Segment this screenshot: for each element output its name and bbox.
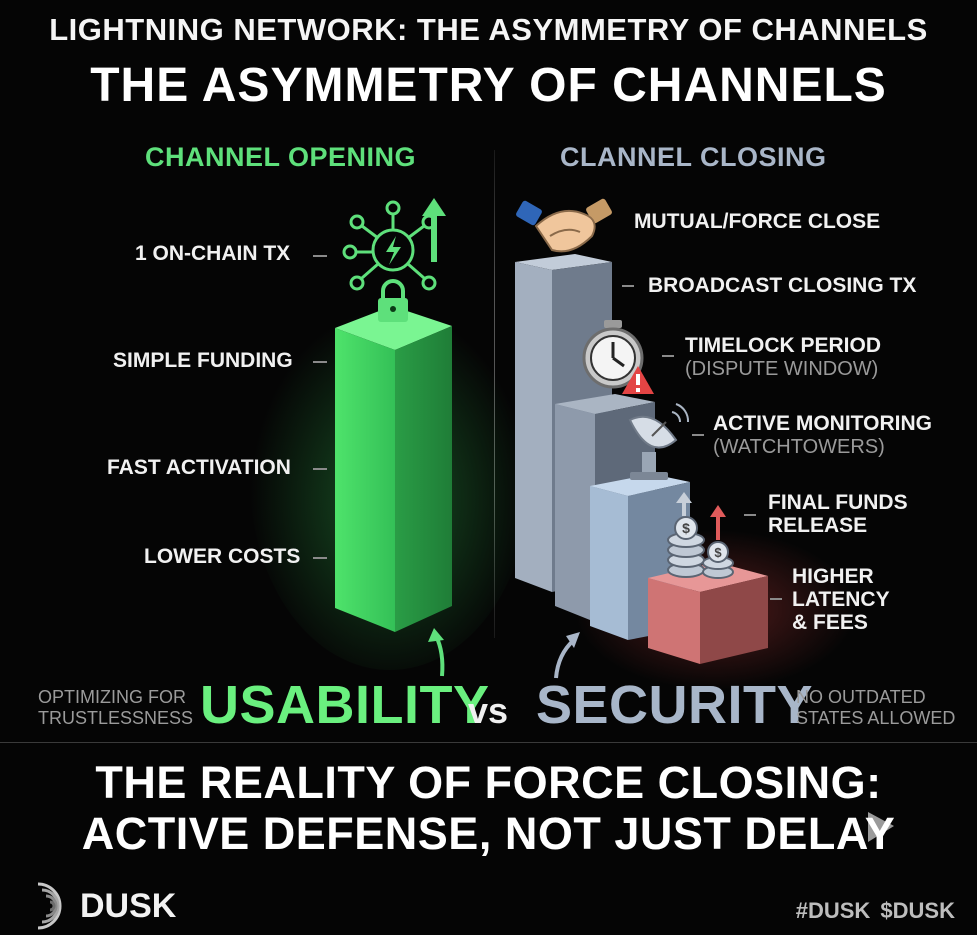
closing-label-latency-3: & FEES — [792, 611, 868, 634]
closing-label-release-1: FINAL FUNDS — [768, 491, 908, 514]
stopwatch-icon — [582, 320, 644, 389]
closing-sub-timelock: (DISPUTE WINDOW) — [685, 358, 879, 380]
closing-label-timelock: TIMELOCK PERIOD — [685, 334, 882, 357]
left-note-line-1: OPTIMIZING FOR — [38, 687, 186, 707]
horizontal-divider — [0, 742, 977, 743]
opening-bar — [335, 306, 452, 632]
warning-icon — [622, 366, 654, 394]
channel-closing-heading: CLANNEL CLOSING — [560, 142, 827, 172]
closing-label-mutual-force-close: MUTUAL/FORCE CLOSE — [634, 210, 881, 233]
closing-label-monitoring: ACTIVE MONITORING — [713, 412, 932, 435]
play-triangle-icon — [868, 812, 894, 842]
right-note-line-2: STATES ALLOWED — [796, 708, 956, 728]
curved-arrow-steel-icon — [554, 632, 580, 679]
opening-label-3: FAST ACTIVATION — [107, 456, 291, 479]
vs-label: vs — [468, 690, 509, 731]
handshake-icon — [516, 198, 612, 253]
header-title-big: THE ASYMMETRY OF CHANNELS — [90, 59, 887, 112]
opening-tick-2 — [313, 361, 327, 363]
opening-tick-3 — [313, 468, 327, 470]
closing-sub-monitoring: (WATCHTOWERS) — [713, 436, 885, 458]
opening-label-4: LOWER COSTS — [144, 545, 301, 568]
closing-tick-broadcast — [622, 285, 634, 287]
security-label: SECURITY — [536, 675, 814, 735]
closing-tick-release — [744, 514, 756, 516]
bottom-title-line-2: ACTIVE DEFENSE, NOT JUST DELAY — [81, 808, 896, 859]
svg-text:$: $ — [714, 545, 722, 560]
satellite-dish-icon — [628, 403, 690, 480]
up-arrows-icon — [676, 492, 726, 540]
opening-tick-4 — [313, 557, 327, 559]
closing-label-latency-1: HIGHER — [792, 565, 874, 588]
network-lightning-icon — [342, 200, 437, 291]
brand-name: DUSK — [80, 887, 177, 925]
opening-tick-1 — [313, 255, 327, 257]
lock-icon — [378, 279, 408, 322]
channel-opening-heading: CHANNEL OPENING — [145, 142, 417, 172]
closing-label-latency-2: LATENCY — [792, 588, 890, 611]
closing-label-release-2: RELEASE — [768, 514, 868, 537]
svg-text:$: $ — [682, 520, 690, 536]
closing-stairs — [515, 254, 768, 664]
dusk-logo-icon — [37, 882, 62, 930]
closing-tick-timelock — [662, 355, 674, 357]
closing-tick-monitoring — [692, 434, 704, 436]
curved-arrow-green-icon — [428, 628, 445, 677]
hashtags: #DUSK $DUSK — [795, 898, 955, 923]
bottom-title-line-1: THE REALITY OF FORCE CLOSING: — [95, 757, 882, 808]
right-note-line-1: NO OUTDATED — [796, 687, 926, 707]
usability-label: USABILITY — [200, 675, 490, 735]
opening-label-2: SIMPLE FUNDING — [113, 349, 293, 372]
up-arrow-icon — [422, 198, 446, 262]
header-title-small: LIGHTNING NETWORK: THE ASYMMETRY OF CHAN… — [49, 12, 928, 47]
closing-tick-latency — [770, 598, 782, 600]
left-note-line-2: TRUSTLESSNESS — [38, 708, 194, 728]
coins-icon: $ $ — [667, 516, 734, 579]
opening-label-1: 1 ON-CHAIN TX — [135, 242, 291, 265]
closing-label-broadcast: BROADCAST CLOSING TX — [648, 274, 917, 297]
